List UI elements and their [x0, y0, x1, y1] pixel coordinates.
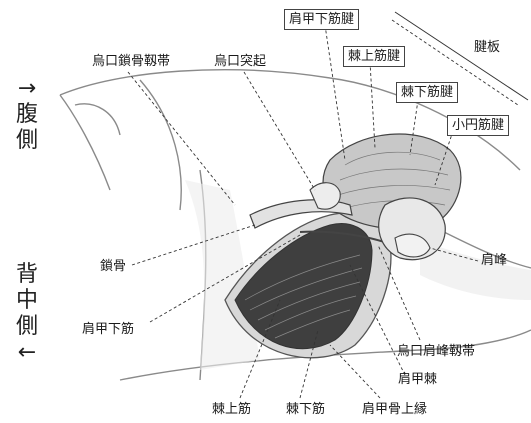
label-supraspinatus-tendon: 棘上筋腱 [343, 46, 405, 67]
label-supraspinatus: 棘上筋 [212, 402, 251, 417]
label-teres-minor-tendon: 小円筋腱 [447, 115, 509, 136]
ventral-arrow: → [14, 76, 40, 102]
label-superior-border-scapula: 肩甲骨上縁 [362, 402, 427, 417]
ventral-side-label: → 腹 側 [14, 76, 40, 154]
label-scapular-spine: 肩甲棘 [398, 372, 437, 387]
label-coracoacromial-ligament: 烏口肩峰靱帯 [397, 344, 475, 359]
label-subscapularis: 肩甲下筋 [82, 322, 134, 337]
label-subscapularis-tendon: 肩甲下筋腱 [284, 9, 359, 30]
dorsal-char-3: 側 [14, 314, 40, 340]
dorsal-side-label: 背 中 側 ← [14, 262, 40, 366]
label-coracoclavicular-ligament: 烏口鎖骨靱帯 [92, 54, 170, 69]
dorsal-char-1: 背 [14, 262, 40, 288]
ventral-char-1: 腹 [14, 102, 40, 128]
dorsal-arrow: ← [14, 340, 40, 366]
label-acromion: 肩峰 [481, 253, 507, 268]
dorsal-char-2: 中 [14, 288, 40, 314]
label-clavicle: 鎖骨 [100, 259, 126, 274]
label-coracoid-process: 烏口突起 [214, 54, 266, 69]
label-tendon-plate: 腱板 [474, 40, 500, 55]
label-infraspinatus-tendon: 棘下筋腱 [396, 82, 458, 103]
label-infraspinatus: 棘下筋 [286, 402, 325, 417]
ventral-char-2: 側 [14, 128, 40, 154]
